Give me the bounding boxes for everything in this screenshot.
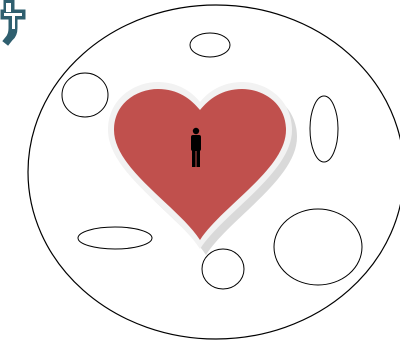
ellipse-bottom-center <box>202 249 244 289</box>
ellipse-top <box>190 33 230 57</box>
ellipse-bottom-left <box>78 227 152 249</box>
ellipse-left <box>62 73 108 117</box>
cross-logo-icon <box>1 0 25 45</box>
ellipse-bottom-right <box>274 209 362 285</box>
ellipse-right-vertical <box>310 96 338 162</box>
